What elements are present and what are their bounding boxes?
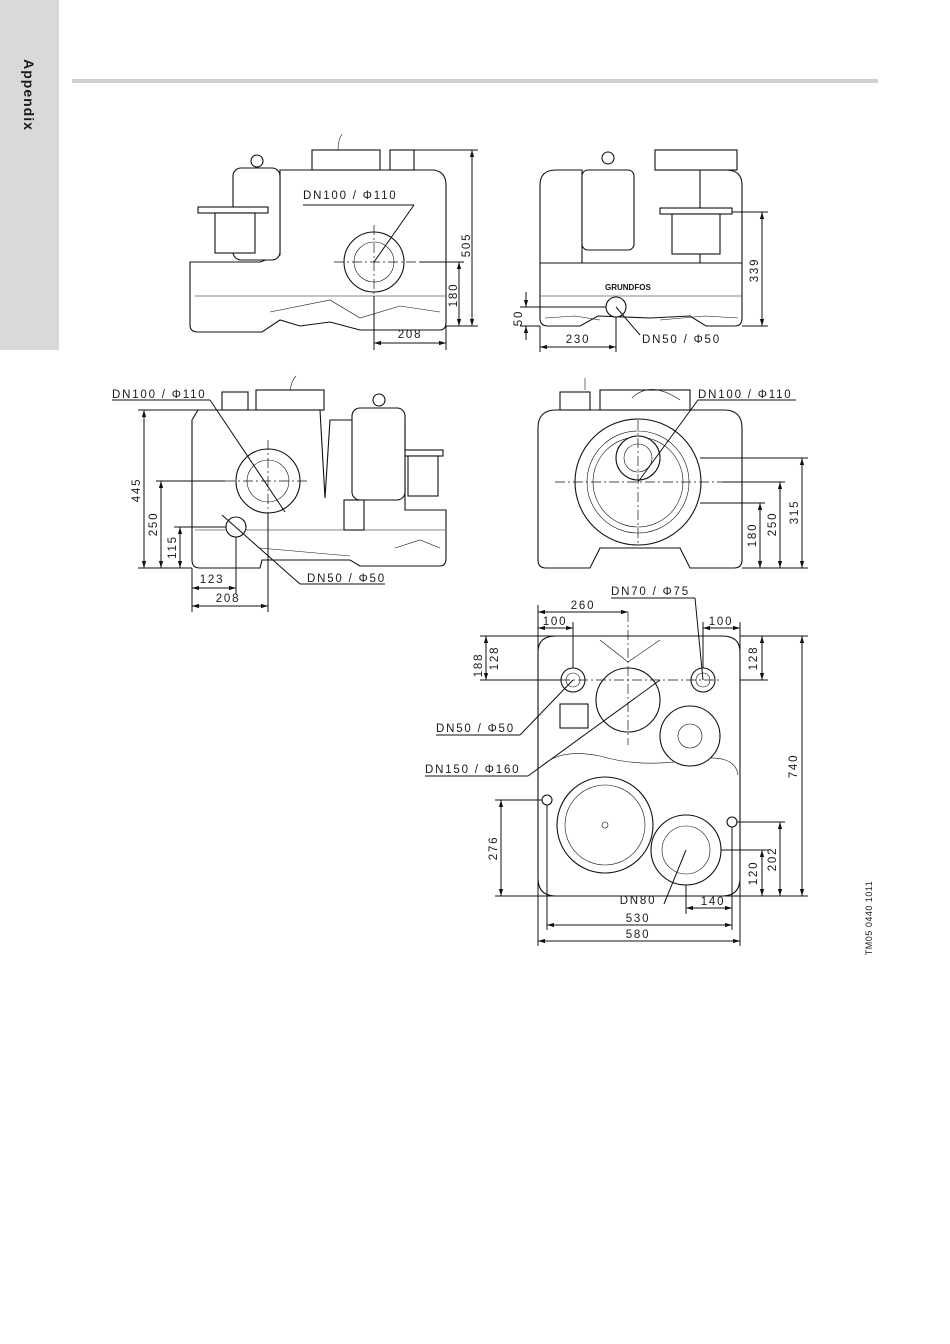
front-height: 339 (749, 258, 761, 283)
top-dim-260: 260 (571, 600, 596, 612)
rear-dim-250: 250 (767, 512, 779, 537)
front-drain-label: DN50 / Φ50 (642, 334, 721, 346)
rear-view (538, 378, 808, 568)
rear-dim-315: 315 (789, 500, 801, 525)
top-dim-188: 188 (473, 653, 485, 678)
side-view-right (112, 376, 446, 612)
side-right-pipe-offset: 208 (216, 593, 241, 605)
document-id: TM05 0440 1011 (864, 881, 874, 955)
top-dn80-label: DN80 (620, 895, 657, 907)
top-vent-label: DN70 / Φ75 (611, 586, 690, 598)
top-dim-120: 120 (748, 861, 760, 886)
front-drain-offset: 230 (566, 334, 591, 346)
top-dim-128-right: 128 (748, 646, 760, 671)
front-drain-height: 50 (513, 310, 525, 326)
side-left-outlet-offset: 208 (398, 329, 423, 341)
top-dim-530: 530 (626, 913, 651, 925)
top-dim-276: 276 (488, 836, 500, 861)
side-view-left (190, 134, 478, 350)
side-left-height: 505 (461, 233, 473, 258)
side-right-drain-offset: 123 (200, 574, 225, 586)
top-dim-580: 580 (626, 929, 651, 941)
side-right-drain-label: DN50 / Φ50 (307, 573, 386, 585)
side-right-height: 445 (131, 478, 143, 503)
side-right-inlet-height: 250 (148, 512, 160, 537)
top-dim-140: 140 (701, 896, 726, 908)
side-left-outlet-height: 180 (448, 283, 460, 308)
top-dim-128-left: 128 (489, 646, 501, 671)
top-dn50-label: DN50 / Φ50 (436, 723, 515, 735)
top-dn150-label: DN150 / Φ160 (425, 764, 520, 776)
top-dim-100-right: 100 (709, 616, 734, 628)
top-dim-740: 740 (788, 754, 800, 779)
side-left-pipe-label: DN100 / Φ110 (303, 190, 398, 202)
side-right-drain-height: 115 (167, 535, 179, 559)
rear-dim-180: 180 (747, 523, 759, 548)
side-right-pipe-label: DN100 / Φ110 (112, 389, 207, 401)
top-dim-202: 202 (767, 847, 779, 872)
rear-pipe-label: DN100 / Φ110 (698, 389, 793, 401)
brand-logo: GRUNDFOS (605, 283, 651, 292)
front-view (520, 150, 768, 352)
top-dim-100-left: 100 (543, 616, 568, 628)
